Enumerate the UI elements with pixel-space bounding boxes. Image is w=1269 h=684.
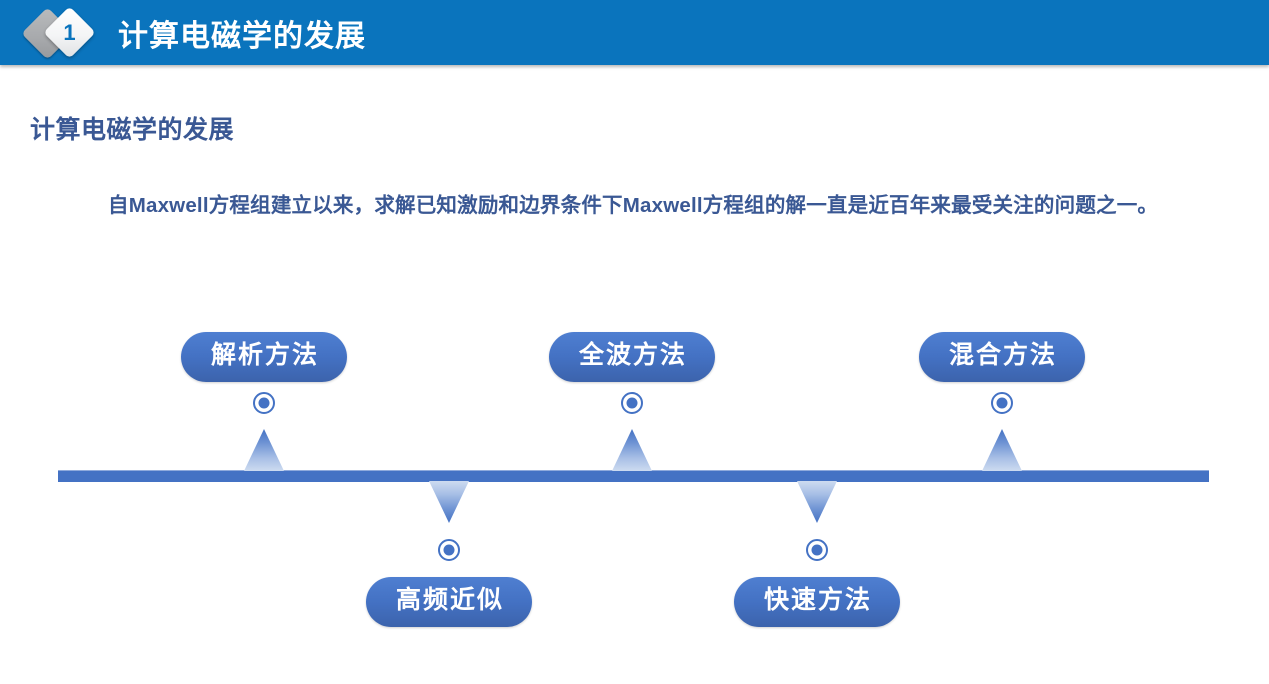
timeline-marker-dot[interactable]: [806, 539, 828, 561]
timeline-label-pill[interactable]: 解析方法: [180, 332, 348, 382]
section-title: 计算电磁学的发展: [30, 116, 235, 144]
header-title: 计算电磁学的发展: [118, 20, 366, 53]
timeline-connector-spike-down: [429, 481, 469, 523]
badge-number: 1: [63, 19, 76, 45]
timeline-label-pill[interactable]: 混合方法: [918, 332, 1086, 382]
timeline-connector-spike-up: [244, 429, 284, 471]
timeline-label-pill[interactable]: 快速方法: [733, 577, 901, 627]
timeline-marker-dot[interactable]: [621, 392, 643, 414]
timeline-connector-spike-up: [982, 429, 1022, 471]
timeline-connector-spike-down: [797, 481, 837, 523]
diamond-badge-icon: 1: [21, 6, 108, 60]
body-paragraph: 自Maxwell方程组建立以来，求解已知激励和边界条件下Maxwell方程组的解…: [108, 194, 1159, 217]
timeline-connector-spike-up: [612, 429, 652, 471]
timeline-marker-dot[interactable]: [991, 392, 1013, 414]
timeline-axis-bar: [58, 470, 1209, 482]
timeline-marker-dot[interactable]: [438, 539, 460, 561]
header-bar: 1 计算电磁学的发展: [0, 0, 1269, 65]
timeline-label-pill[interactable]: 高频近似: [365, 577, 533, 627]
timeline-label-pill[interactable]: 全波方法: [548, 332, 716, 382]
timeline-marker-dot[interactable]: [253, 392, 275, 414]
